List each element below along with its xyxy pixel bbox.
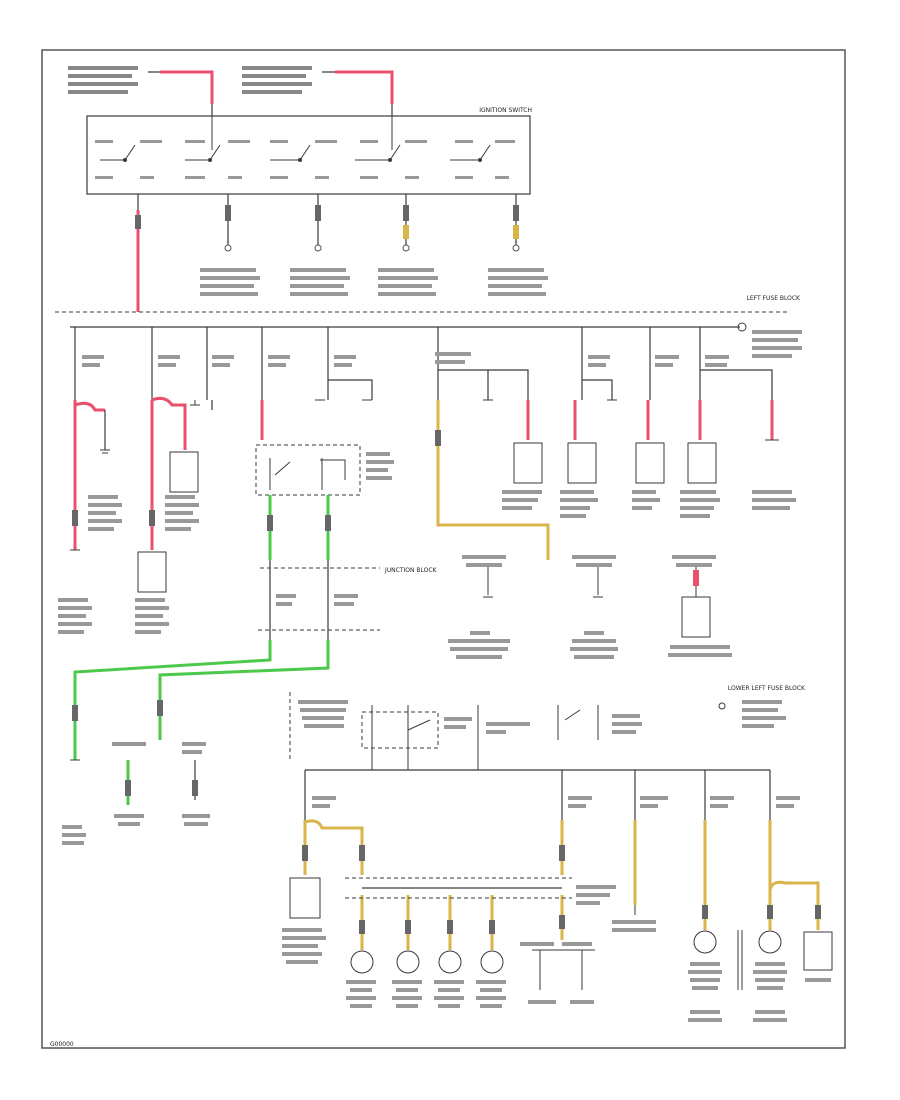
top-feed-labels bbox=[68, 66, 312, 94]
ignition-switch-label: IGNITION SWITCH bbox=[479, 107, 532, 114]
junction-fuse-labels bbox=[276, 594, 358, 606]
connector-yellow-short bbox=[403, 225, 409, 239]
mid-red-connector bbox=[693, 570, 699, 586]
headlamp-switch-box bbox=[361, 711, 439, 749]
ignition-switch-small-text bbox=[95, 140, 515, 179]
footer-code: G00000 bbox=[50, 1041, 74, 1048]
fuse-section-wires-black bbox=[104, 400, 213, 450]
relay-box bbox=[255, 444, 361, 496]
lower-drops bbox=[304, 770, 771, 820]
diagram-border bbox=[41, 49, 846, 1049]
ignition-output-connectors bbox=[224, 205, 520, 252]
green-wire-blacks bbox=[194, 560, 329, 800]
fuse-drops bbox=[74, 327, 773, 440]
mid-section-components bbox=[487, 565, 697, 597]
relay-labels bbox=[366, 452, 394, 480]
lower-left-fuse-block-label: LOWER LEFT FUSE BLOCK bbox=[728, 685, 806, 692]
lower-yellow-wires bbox=[303, 819, 820, 950]
ground-symbols bbox=[70, 399, 779, 761]
headlamp-switch-contacts bbox=[371, 705, 599, 770]
relay-contacts bbox=[269, 458, 346, 490]
left-fuse-block-label: LEFT FUSE BLOCK bbox=[747, 295, 802, 302]
lower-fuse-labels bbox=[312, 796, 800, 808]
fuse-section-components bbox=[137, 442, 717, 638]
lower-component-labels bbox=[282, 920, 831, 1022]
lower-switch-labels bbox=[298, 700, 786, 734]
junction-block-label: JUNCTION BLOCK bbox=[384, 567, 438, 574]
fuse-section-component-labels bbox=[58, 490, 796, 657]
bus-end-terminal bbox=[737, 322, 747, 332]
inline-connectors bbox=[72, 215, 821, 934]
lower-left-labels bbox=[62, 742, 210, 845]
dimmer-terminal bbox=[718, 702, 726, 710]
top-feed-red-wires bbox=[160, 70, 394, 104]
lower-components bbox=[289, 877, 833, 990]
mid-section-labels bbox=[448, 555, 716, 659]
bus-end-label bbox=[752, 330, 802, 358]
ignition-switch-contacts bbox=[100, 116, 491, 162]
ignition-switch-box bbox=[86, 115, 531, 195]
ignition-output-labels bbox=[200, 268, 548, 296]
connector-yellow-short-2 bbox=[513, 225, 519, 239]
lower-junction-labels bbox=[576, 885, 616, 905]
fuse-labels bbox=[82, 352, 729, 367]
yellow-wire-cruise bbox=[436, 400, 550, 560]
